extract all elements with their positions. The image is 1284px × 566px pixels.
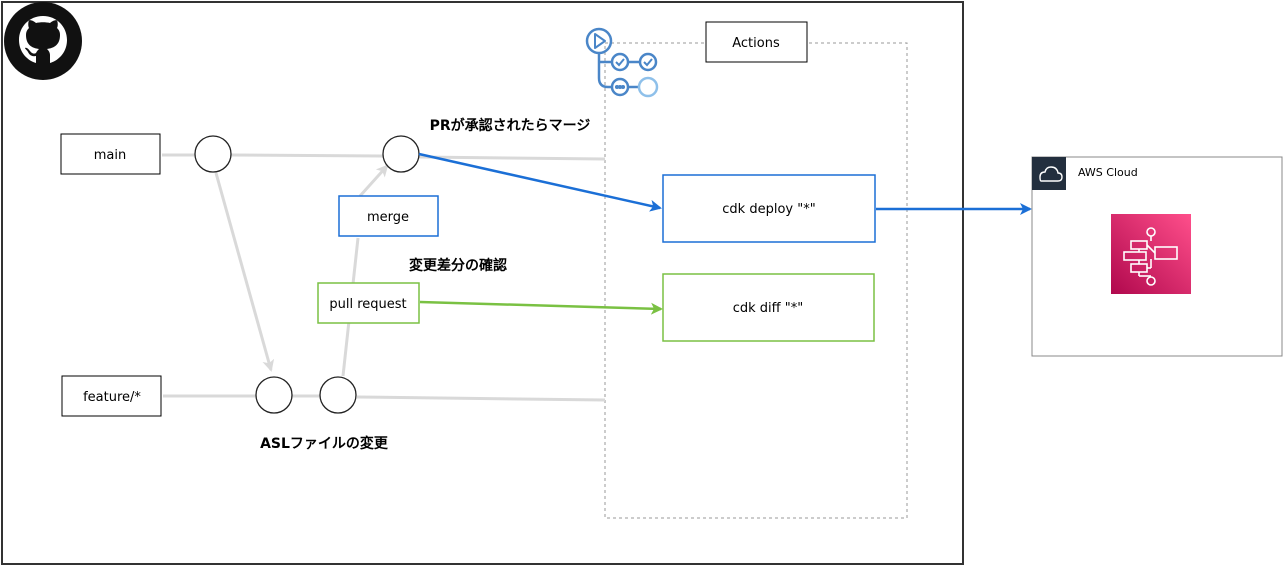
merge-label: merge [367,210,409,225]
main-commit-merge [382,135,420,173]
github-actions-icon [585,27,659,98]
cdk-diff-box [662,273,875,342]
pull-request-label: pull request [329,297,406,312]
pull-request-box [317,282,420,324]
actions-label: Actions [732,36,780,51]
github-logo-icon [4,2,82,80]
deploy-trigger-arrow [418,152,662,212]
cdk-deploy-box [662,174,876,243]
main-commit-1 [194,135,232,173]
cdk-deploy-label: cdk deploy "*" [722,202,815,217]
asl-change-annotation: ASLファイルの変更 [260,435,389,452]
aws-cloud-glyph [1039,166,1063,182]
check-diff-annotation: 変更差分の確認 [409,257,507,274]
merge-box [338,195,439,237]
main-branch-box [60,133,161,175]
git-lines [162,153,606,402]
actions-label-box [705,21,808,63]
main-branch-label: main [94,148,126,163]
merge-on-approve-annotation: PRが承認されたらマージ [430,117,591,134]
github-repo-frame [1,1,964,565]
feature-commit-1 [255,376,293,414]
diff-trigger-arrow [419,300,663,315]
feature-branch-label: feature/* [83,390,141,405]
feature-commit-2 [319,376,357,414]
aws-cloud-label: AWS Cloud [1078,166,1138,179]
step-functions-icon [1111,214,1191,294]
feature-branch-box [61,375,162,417]
cdk-diff-label: cdk diff "*" [733,301,803,316]
